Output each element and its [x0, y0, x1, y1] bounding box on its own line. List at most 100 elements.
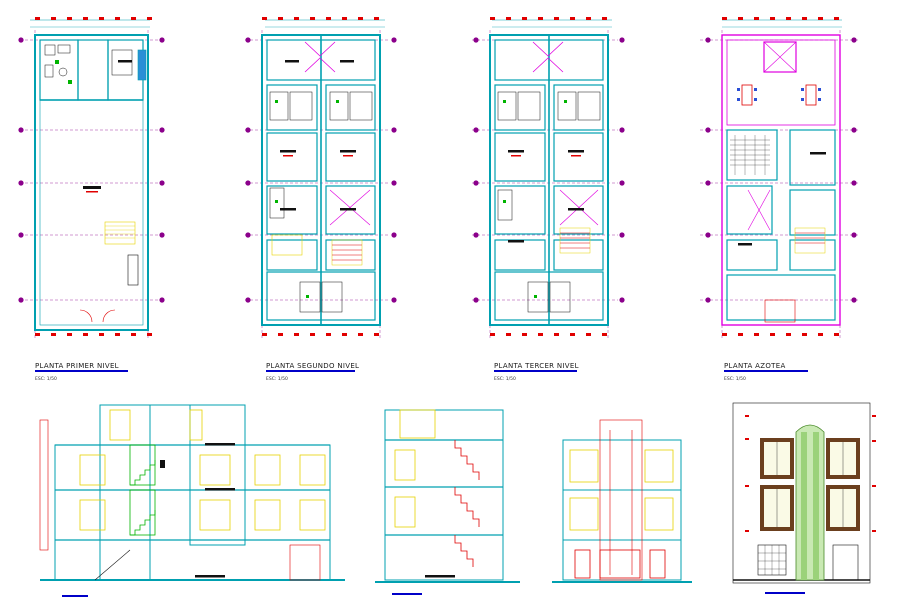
dimension-tick [538, 17, 543, 20]
axis-bubble [391, 232, 397, 238]
axis-bubble [159, 232, 165, 238]
dimension-tick [294, 333, 299, 336]
dimension-tick [754, 333, 759, 336]
dimension-tick [35, 333, 40, 336]
axis-bubble [159, 127, 165, 133]
axis-bubble [619, 297, 625, 303]
dimension-tick [786, 333, 791, 336]
dimension-tick [818, 333, 823, 336]
dimension-tick [554, 333, 559, 336]
dimension-tick [99, 333, 104, 336]
plan-title-3: PLANTA TERCER NIVEL [494, 362, 579, 370]
axis-bubble [619, 232, 625, 238]
elevation-rear [552, 419, 692, 583]
dimension-tick [490, 333, 495, 336]
dimension-tick [131, 17, 136, 20]
dimension-tick [115, 17, 120, 20]
plan-title-2: PLANTA SEGUNDO NIVEL [266, 362, 359, 370]
dimension-tick [522, 333, 527, 336]
axis-bubble [851, 127, 857, 133]
axis-bubble [245, 232, 251, 238]
dimension-tick [83, 17, 88, 20]
axis-bubble [245, 127, 251, 133]
dimension-tick [770, 17, 775, 20]
dimension-tick [506, 17, 511, 20]
dimension-tick [802, 17, 807, 20]
dimension-tick [538, 333, 543, 336]
dimension-tick [115, 333, 120, 336]
dimension-tick [147, 333, 152, 336]
axis-bubble [851, 37, 857, 43]
dimension-tick [602, 17, 607, 20]
axis-bubble [473, 297, 479, 303]
dimension-tick [51, 17, 56, 20]
axis-bubble [473, 180, 479, 186]
axis-bubble [619, 180, 625, 186]
dimension-tick [326, 17, 331, 20]
dimension-tick [67, 17, 72, 20]
dimension-tick [374, 333, 379, 336]
dimension-tick [358, 333, 363, 336]
dimension-tick [754, 17, 759, 20]
plan-azotea [700, 19, 860, 340]
dimension-tick [738, 17, 743, 20]
dimension-tick [99, 17, 104, 20]
dimension-tick [554, 17, 559, 20]
axis-bubble [159, 180, 165, 186]
axis-bubble [851, 232, 857, 238]
dimension-tick [358, 17, 363, 20]
dimension-tick [490, 17, 495, 20]
axis-bubble [705, 232, 711, 238]
axis-bubble [473, 127, 479, 133]
plan-scale-3: ESC: 1/50 [494, 376, 516, 382]
plan-titles: PLANTA PRIMER NIVEL ESC: 1/50 PLANTA SEG… [35, 362, 808, 382]
plan-scale-2: ESC: 1/50 [266, 376, 288, 382]
axis-bubble [18, 297, 24, 303]
dimension-tick [834, 17, 839, 20]
dimension-tick [802, 333, 807, 336]
dimension-tick [570, 333, 575, 336]
axis-bubble [159, 297, 165, 303]
axis-bubble [18, 180, 24, 186]
dimension-tick [570, 17, 575, 20]
dimension-tick [722, 17, 727, 20]
dimension-tick [262, 333, 267, 336]
dimension-tick [67, 333, 72, 336]
axis-bubble [705, 127, 711, 133]
axis-bubble [705, 297, 711, 303]
axis-bubble [705, 37, 711, 43]
dimension-tick [131, 333, 136, 336]
dimension-tick [738, 333, 743, 336]
dimension-tick [522, 17, 527, 20]
dimension-tick [586, 333, 591, 336]
dimension-tick [310, 17, 315, 20]
dimension-tick [83, 333, 88, 336]
axis-bubble [473, 37, 479, 43]
axis-bubble [391, 37, 397, 43]
axis-bubble [705, 180, 711, 186]
section-longitudinal [39, 404, 345, 597]
dimension-tick [834, 333, 839, 336]
axis-bubble [18, 232, 24, 238]
dimension-tick [278, 333, 283, 336]
dimension-tick [818, 17, 823, 20]
dimension-tick [35, 17, 40, 20]
dimension-tick [326, 333, 331, 336]
axis-bubble [851, 297, 857, 303]
axis-bubble [619, 37, 625, 43]
dimension-tick [586, 17, 591, 20]
plan-primer-nivel [20, 19, 160, 340]
axis-bubble [245, 180, 251, 186]
dimension-ticks [18, 17, 857, 336]
plan-title-4: PLANTA AZOTEA [724, 362, 786, 370]
dimension-tick [602, 333, 607, 336]
plan-segundo-nivel [245, 19, 390, 340]
dimension-tick [786, 17, 791, 20]
axis-bubble [851, 180, 857, 186]
plan-scale-4: ESC: 1/50 [724, 376, 746, 382]
dimension-tick [722, 333, 727, 336]
axis-bubble [245, 297, 251, 303]
dimension-tick [310, 333, 315, 336]
dimension-tick [770, 333, 775, 336]
